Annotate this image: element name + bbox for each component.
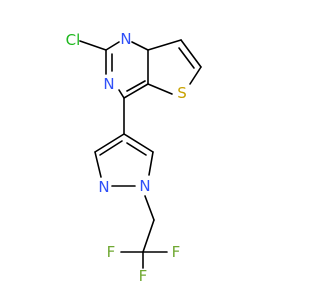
pyrazole-ring	[94, 133, 154, 187]
atom-f-right: F	[172, 243, 181, 261]
bond-c4prime-c3prime	[94, 133, 125, 153]
atom-n2prime: N	[98, 178, 109, 196]
bond-c6-s	[189, 66, 202, 85]
molecule-canvas: Cl N N S N N F F F	[65, 30, 202, 285]
atom-s: S	[177, 84, 187, 102]
bond-n1prime-ch2	[144, 195, 155, 221]
atom-n3: N	[103, 75, 114, 93]
atom-n1prime: N	[139, 177, 150, 195]
atom-f-left: F	[107, 243, 116, 261]
bond-s-c4a	[147, 83, 173, 95]
thiophene-ring	[147, 39, 202, 95]
bond-n3-c4	[118, 89, 125, 99]
atom-cl: Cl	[66, 31, 81, 49]
bond-c3prime-n2prime	[94, 151, 102, 178]
trifluoroethyl-group	[120, 195, 168, 269]
bond-c5prime-c4prime-inner	[126, 142, 147, 156]
bond-n1-c7a	[131, 41, 149, 51]
bond-c4prime-c3prime-inner	[99, 140, 123, 156]
bond-c7-c6-inner	[178, 47, 195, 69]
bond-n1prime-c5prime	[148, 151, 154, 176]
pyrimidine-ring	[105, 41, 149, 99]
bond-c2-cl	[79, 40, 107, 51]
bond-c7a-c7	[147, 39, 182, 51]
bond-c4-c4a	[123, 83, 149, 99]
bond-c2-n1	[105, 41, 120, 51]
molecule-structure: Cl N N S N N F F F	[66, 30, 202, 285]
atom-f-bottom: F	[139, 267, 148, 285]
bond-c4-c4a-inner	[126, 80, 146, 92]
bond-ch2-cf3	[142, 219, 155, 253]
bond-c5prime-c4prime	[123, 133, 154, 153]
atom-n1: N	[120, 30, 131, 48]
bond-c7-c6	[180, 39, 202, 68]
